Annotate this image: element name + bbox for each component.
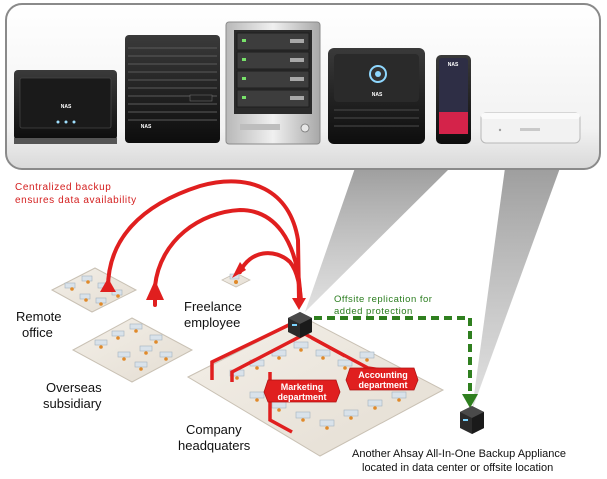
nas-device-4: NAS (328, 48, 425, 144)
offsite-label-line1: Offsite replication for (334, 294, 432, 305)
remote-office-floor (50, 267, 138, 313)
remote-arrowhead (100, 278, 116, 292)
freelance-arrow (238, 251, 303, 302)
centralized-backup-label-line2: ensures data availability (15, 195, 137, 206)
marketing-department-badge: Marketing department (263, 379, 341, 403)
nas-device-1: NAS (14, 70, 117, 144)
nas-device-5: NAS (436, 55, 471, 144)
freelance-employee-label-line1: Freelance (184, 299, 242, 314)
offsite-label-line2: added protection (334, 306, 413, 317)
accounting-label-line2: department (358, 380, 407, 390)
remote-backup-appliance-icon (460, 406, 484, 434)
nas-device-3-tower (225, 21, 321, 145)
central-backup-server-icon (288, 312, 312, 338)
backup-arrows (106, 179, 303, 307)
remote-office-label-line2: office (22, 325, 53, 340)
appliance-label-line1: Another Ahsay All-In-One Backup Applianc… (352, 448, 566, 460)
nas-logo-4: NAS (372, 92, 383, 98)
nas-logo-1: NAS (61, 104, 72, 110)
company-hq-label-line2: headquaters (178, 438, 251, 453)
beam-left (305, 168, 450, 312)
nas-device-2: NAS (125, 35, 220, 143)
accounting-label-line1: Accounting (358, 370, 408, 380)
accounting-department-badge: Accounting department (345, 367, 419, 391)
overseas-subsidiary-label-line1: Overseas (46, 380, 102, 395)
company-hq-label-line1: Company (186, 422, 242, 437)
nas-device-6 (480, 112, 581, 144)
nas-logo-2: NAS (141, 124, 152, 130)
overseas-arrow (153, 207, 302, 307)
marketing-label-line2: department (277, 392, 326, 402)
remote-office-arrow (106, 179, 301, 302)
beam-right (472, 168, 560, 410)
centralized-backup-label-line1: Centralized backup (15, 182, 111, 193)
overseas-subsidiary-label-line2: subsidiary (43, 396, 102, 411)
server-arrowhead-1 (292, 298, 306, 310)
nas-logo-5: NAS (448, 62, 459, 68)
remote-office-label-line1: Remote (16, 309, 62, 324)
overseas-arrowhead (146, 280, 164, 300)
offsite-replication-arrow (314, 316, 472, 398)
appliance-label-line2: located in data center or offsite locati… (362, 462, 553, 474)
freelance-employee-label-line2: employee (184, 315, 240, 330)
overseas-subsidiary-floor (71, 317, 194, 383)
offsite-arrowhead (462, 394, 478, 408)
freelance-arrowhead (232, 262, 246, 278)
marketing-label-line1: Marketing (281, 382, 324, 392)
